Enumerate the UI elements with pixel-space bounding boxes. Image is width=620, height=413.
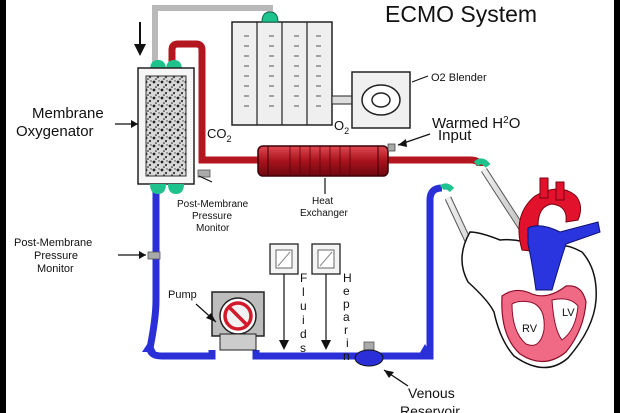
svg-text:l: l xyxy=(302,285,305,299)
svg-text:H: H xyxy=(343,271,352,285)
svg-text:p: p xyxy=(343,297,350,311)
svg-text:d: d xyxy=(300,327,307,341)
oxygenator-label-1: Membrane xyxy=(32,105,104,122)
upper-monitor-label-1: Post-Membrane xyxy=(177,199,249,210)
upper-monitor-label-2: Pressure xyxy=(192,211,232,222)
heart xyxy=(461,177,601,369)
arterial-line-out xyxy=(388,156,484,167)
warmed-water-label: Warmed H2O xyxy=(432,115,520,132)
venous-line-right xyxy=(252,184,443,360)
reservoir-label-1: Venous xyxy=(408,385,455,401)
upper-monitor-label-3: Monitor xyxy=(196,223,230,234)
svg-text:e: e xyxy=(343,284,350,298)
heparin-label: H e p a r i n xyxy=(343,271,352,363)
o2-blender-pointer xyxy=(411,75,429,83)
svg-text:a: a xyxy=(343,310,350,324)
heat-exchanger-label-line2: Exchanger xyxy=(300,208,348,219)
pump-label: Pump xyxy=(168,289,197,301)
gas-line xyxy=(152,5,273,62)
page-title: ECMO System xyxy=(385,1,537,27)
svg-text:s: s xyxy=(300,341,306,355)
svg-text:n: n xyxy=(343,349,350,363)
heparin-bag xyxy=(311,243,341,350)
oxygenator-label-2: Oxygenator xyxy=(16,123,94,140)
heat-exchanger-label-line1: Heat xyxy=(312,196,333,207)
lower-monitor-label-1: Post-Membrane xyxy=(14,237,92,249)
venous-reservoir xyxy=(354,341,384,367)
svg-text:i: i xyxy=(346,336,349,350)
o2-blender-label: O2 Blender xyxy=(431,72,487,84)
svg-text:F: F xyxy=(300,271,307,285)
lower-monitor-label-3: Monitor xyxy=(37,263,74,275)
arterial-line xyxy=(168,40,262,164)
lower-pressure-port xyxy=(147,251,161,260)
heat-exchanger xyxy=(257,143,396,177)
flow-arrow-icon xyxy=(134,22,146,56)
venous-arrow-icon xyxy=(142,340,156,352)
lv-label: LV xyxy=(562,307,575,319)
rv-label: RV xyxy=(522,323,538,335)
svg-text:u: u xyxy=(300,299,307,313)
upper-pressure-port xyxy=(197,169,211,178)
o2-label: O2 xyxy=(334,118,349,136)
warmed-water-input-label: Input xyxy=(438,127,472,144)
fluids-bag xyxy=(269,243,299,350)
membrane-oxygenator xyxy=(137,60,195,194)
lower-monitor-label-2: Pressure xyxy=(34,250,78,262)
o2-blender xyxy=(331,71,411,129)
fluids-label: F l u i d s xyxy=(300,271,307,355)
upper-monitor-pointer xyxy=(198,175,213,183)
reservoir-label-2: Reservoir xyxy=(400,403,460,413)
svg-text:i: i xyxy=(302,313,305,327)
gas-flow-rack xyxy=(231,11,333,126)
pump xyxy=(211,291,265,351)
co2-label: CO2 xyxy=(207,126,232,144)
svg-text:r: r xyxy=(344,323,348,337)
